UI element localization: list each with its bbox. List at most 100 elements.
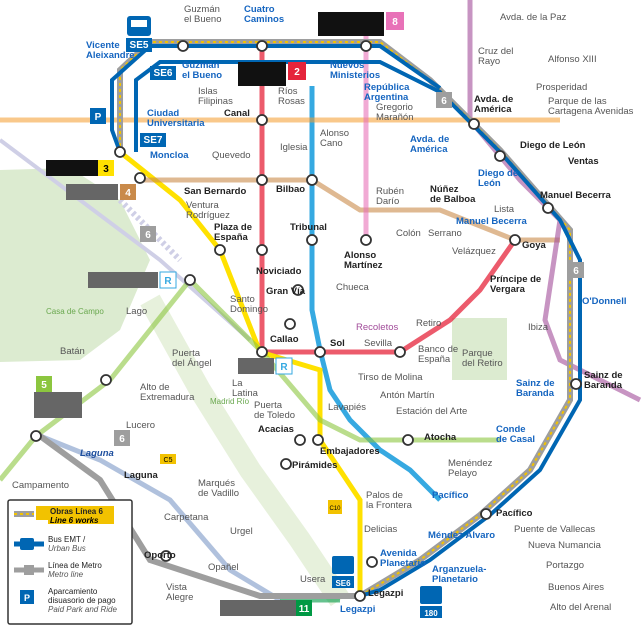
svg-text:C10: C10 xyxy=(329,506,341,512)
station-label-portazgo: Portazgo xyxy=(546,560,584,571)
svg-text:4: 4 xyxy=(125,188,131,199)
station-label-pacifico: Pacífico xyxy=(496,508,533,519)
station-dot xyxy=(100,374,112,386)
parking-legend-icon xyxy=(20,590,34,604)
svg-text:disuasorio de pago: disuasorio de pago xyxy=(48,596,116,605)
station-label-recoletos: Recoletos xyxy=(356,322,398,333)
station-dot xyxy=(494,150,506,162)
se6-bottom-badge[interactable]: SE6 xyxy=(332,556,354,588)
station-dot xyxy=(256,244,268,256)
station-label-carpetana: Carpetana xyxy=(164,512,209,523)
svg-text:Line 6 works: Line 6 works xyxy=(50,516,99,525)
se6-badge[interactable]: SE6 xyxy=(150,66,176,80)
station-markers xyxy=(30,40,582,602)
svg-text:R: R xyxy=(164,276,172,287)
svg-text:11: 11 xyxy=(299,604,310,615)
works-icon xyxy=(36,506,48,520)
station-label-nueva-numancia: Nueva Numancia xyxy=(528,540,602,551)
c10-badge: C10 xyxy=(328,500,342,514)
station-label-lavapies: Lavapiés xyxy=(328,402,366,413)
c5-badge: C5 xyxy=(160,454,176,464)
station-dot xyxy=(354,590,366,602)
svg-text:8: 8 xyxy=(392,17,398,28)
legend-works: Obras Línea 6 Line 6 works xyxy=(14,506,114,525)
station-dot xyxy=(360,234,372,246)
bus-icon xyxy=(127,16,151,36)
svg-text:3: 3 xyxy=(103,164,109,175)
station-label-odonnell: O'Donnell xyxy=(582,296,626,307)
station-label-ibiza: Ibiza xyxy=(528,322,549,333)
casa-de-campo-park xyxy=(0,168,150,362)
station-label-goya: Goya xyxy=(522,240,546,251)
station-label-mendez-alvaro: Méndez Álvaro xyxy=(428,530,495,541)
svg-text:Metro line: Metro line xyxy=(48,570,84,579)
station-label-atocha: Atocha xyxy=(424,432,457,443)
svg-text:SE7: SE7 xyxy=(144,135,163,146)
svg-text:P: P xyxy=(24,593,30,603)
station-label-campamento: Campamento xyxy=(12,480,69,491)
moncloa-box: 3 xyxy=(46,160,114,176)
station-label-pacifico-b: Pacífico xyxy=(432,490,469,501)
svg-text:5: 5 xyxy=(41,380,47,391)
svg-text:SE6: SE6 xyxy=(335,579,351,588)
station-label-oporto: Oporto xyxy=(144,550,176,561)
station-label-sevilla: Sevilla xyxy=(364,338,393,349)
station-label-retiro: Retiro xyxy=(416,318,441,329)
station-dot xyxy=(402,434,414,446)
station-label-avda-paz: Avda. de la Paz xyxy=(500,12,567,23)
station-dot xyxy=(256,114,268,126)
principe-pio-box: R xyxy=(88,271,177,289)
svg-text:P: P xyxy=(95,112,102,123)
line-6-badge-left: 6 xyxy=(140,226,156,242)
svg-text:180: 180 xyxy=(424,609,438,618)
legend-parking: P Aparcamiento disuasorio de pago Paid P… xyxy=(20,587,117,614)
station-label-piramides: Pirámides xyxy=(292,460,337,471)
station-label-ventas: Ventas xyxy=(568,156,599,167)
station-label-callao: Callao xyxy=(270,334,299,345)
line-8-badge: 8 xyxy=(386,12,404,30)
station-label-velazquez: Velázquez xyxy=(452,246,496,257)
svg-text:C5: C5 xyxy=(164,457,173,464)
station-label-laguna: Laguna xyxy=(124,470,158,481)
bus-180-badge[interactable]: 180 xyxy=(420,586,442,618)
svg-text:Bus EMT /: Bus EMT / xyxy=(48,535,86,544)
svg-text:6: 6 xyxy=(145,230,151,241)
parking-badge: P xyxy=(90,108,106,124)
se5-badge[interactable]: SE5 xyxy=(126,38,152,52)
arguelles-box: 4 xyxy=(66,184,136,200)
svg-text:Aparcamiento: Aparcamiento xyxy=(48,587,98,596)
station-label-buenos-aires: Buenos Aires xyxy=(548,582,604,593)
station-dot xyxy=(256,40,268,52)
se7-badge[interactable]: SE7 xyxy=(140,133,166,147)
station-dot xyxy=(184,274,196,286)
station-dot xyxy=(294,434,306,446)
station-label-prosperidad: Prosperidad xyxy=(536,82,587,93)
line-6-badge-right: 6 xyxy=(568,262,584,278)
station-dot xyxy=(480,508,492,520)
svg-text:Obras Línea 6: Obras Línea 6 xyxy=(50,507,103,516)
station-dot xyxy=(306,234,318,246)
station-label-canal: Canal xyxy=(224,108,250,119)
station-label-usera: Usera xyxy=(300,574,326,585)
station-dot xyxy=(177,40,189,52)
casa-de-campo-box xyxy=(34,392,82,418)
line-10-path xyxy=(39,433,282,603)
station-dot xyxy=(134,172,146,184)
station-label-serrano: Serrano xyxy=(428,228,462,239)
